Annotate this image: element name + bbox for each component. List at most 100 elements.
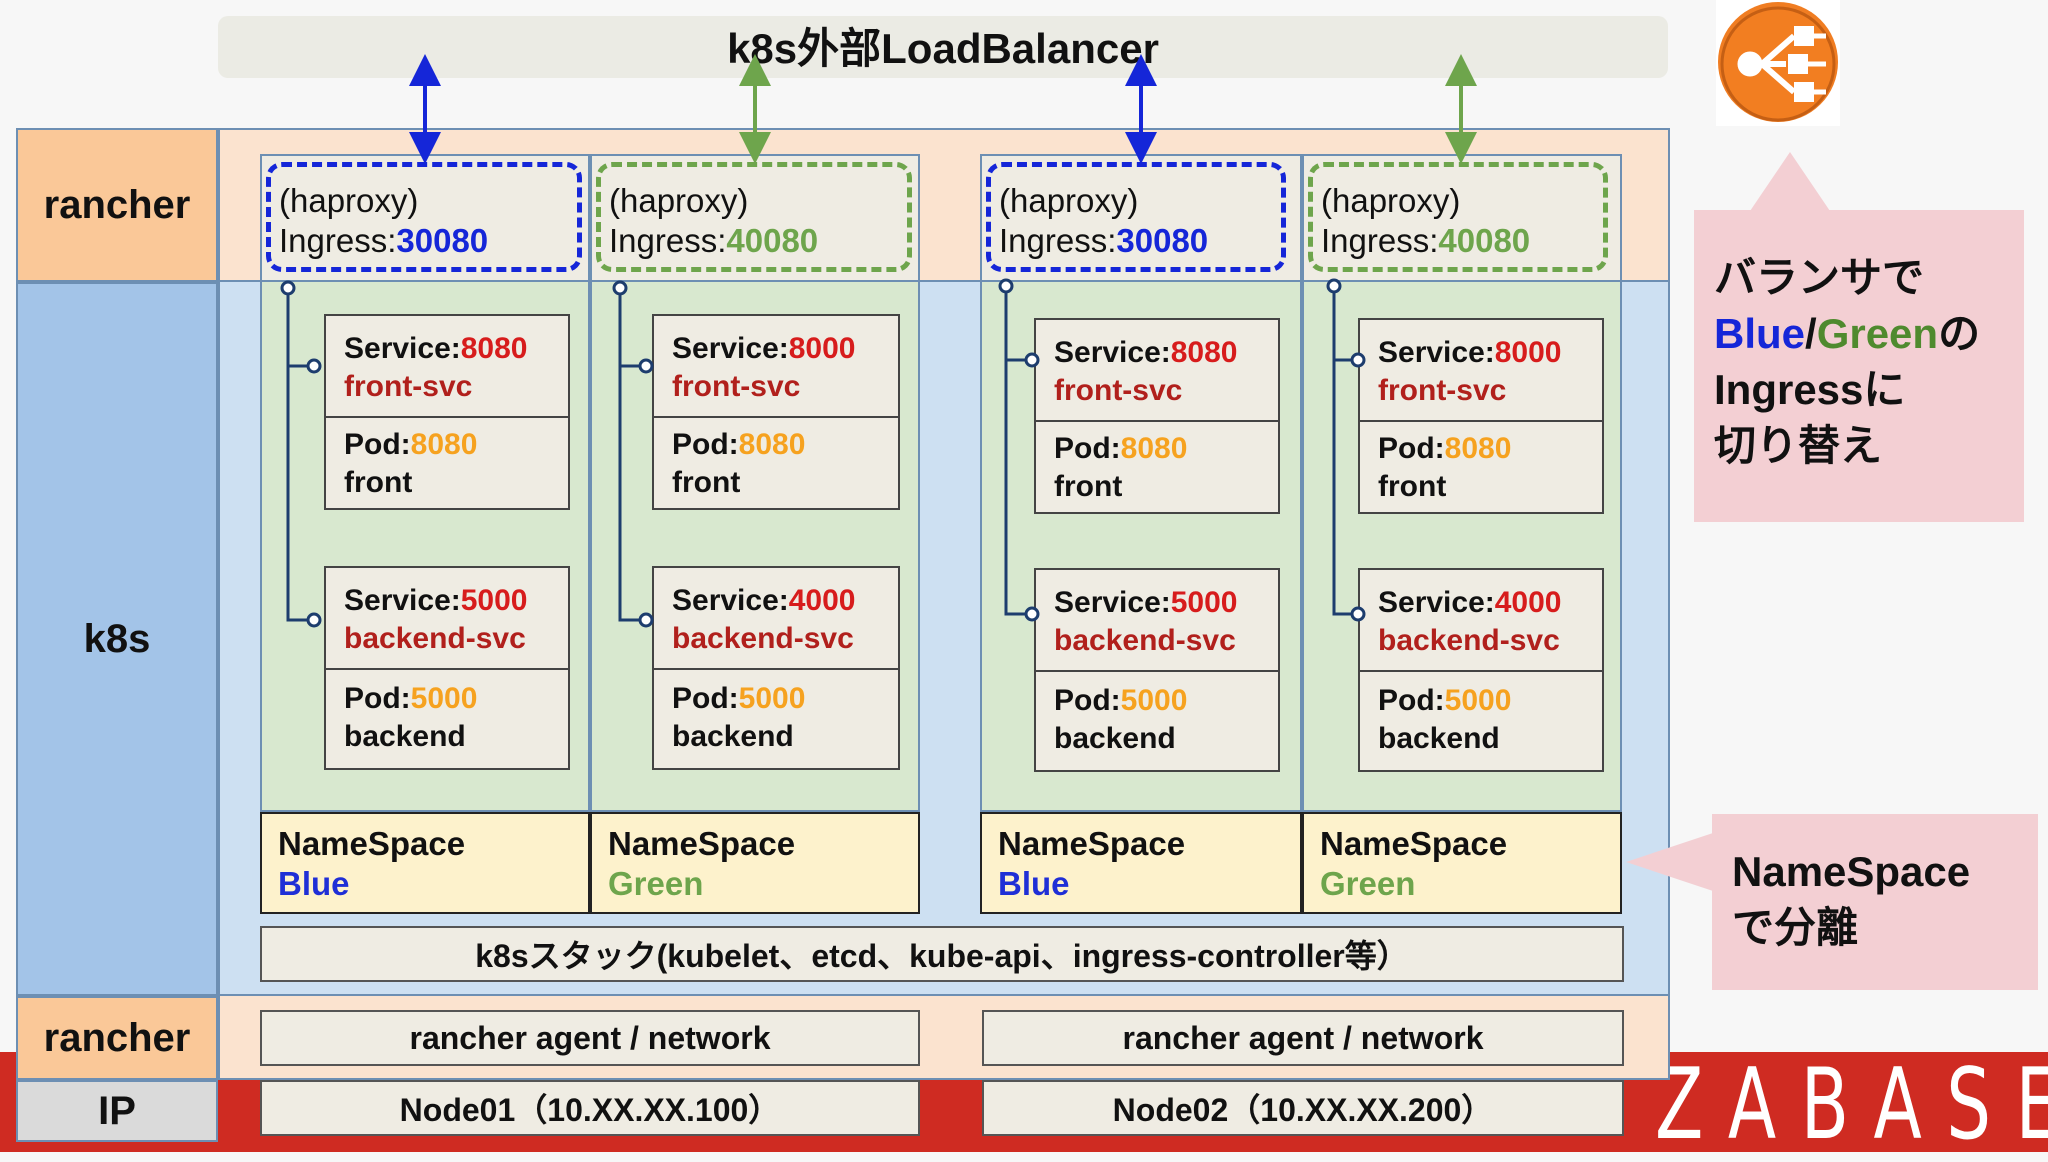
- load-balancer-icon: [1718, 2, 1838, 122]
- namespace-name: Blue: [278, 865, 350, 902]
- service-name: backend-svc: [344, 622, 526, 655]
- ingress-label: Ingress:: [999, 222, 1117, 259]
- pod-port: 8080: [1120, 432, 1188, 465]
- callout-blue: Blue: [1714, 310, 1806, 357]
- namespace-label: NameSpace: [608, 825, 796, 862]
- ingress-line: Ingress:40080: [1321, 221, 1603, 261]
- service-label: Service:: [1378, 336, 1495, 369]
- ingress-line: Ingress:30080: [279, 221, 577, 261]
- service-port: 8080: [460, 332, 528, 365]
- column-rancher-cell: [260, 154, 590, 282]
- ingress-line: Ingress:30080: [999, 221, 1281, 261]
- callout-line: Ingressに: [1714, 366, 1906, 413]
- service-name: backend-svc: [1054, 624, 1236, 657]
- pod-name: backend: [672, 720, 794, 753]
- ingress-routing-tree: [1326, 278, 1366, 622]
- layer-label-rancher-bottom: rancher: [16, 996, 218, 1080]
- brand-logo: ZABASE: [1655, 1048, 2048, 1162]
- callout-pointer: [1626, 832, 1716, 892]
- pod-name: backend: [344, 720, 466, 753]
- service-line: Service:8000: [672, 330, 898, 368]
- service-box: Service:4000 backend-svc: [652, 566, 900, 670]
- load-balancer-bar: k8s外部LoadBalancer: [218, 16, 1668, 78]
- node-bar: Node01（10.XX.XX.100）: [260, 1080, 920, 1136]
- service-name: front-svc: [672, 370, 801, 403]
- service-name: front-svc: [344, 370, 473, 403]
- namespace-box: NameSpace Green: [590, 812, 920, 914]
- pod-label: Pod:: [672, 682, 739, 715]
- service-label: Service:: [344, 332, 461, 365]
- k8s-stack-bar: k8sスタック(kubelet、etcd、kube-api、ingress-co…: [260, 926, 1624, 982]
- service-label: Service:: [672, 332, 789, 365]
- ingress-label: Ingress:: [1321, 222, 1439, 259]
- namespace-box: NameSpace Green: [1302, 812, 1622, 914]
- ingress-port: 40080: [726, 222, 819, 259]
- pod-port: 5000: [1444, 684, 1512, 717]
- rancher-agent-bar: rancher agent / network: [260, 1010, 920, 1066]
- namespace-name: Blue: [998, 865, 1070, 902]
- service-line: Service:5000: [1054, 584, 1278, 622]
- service-line: Service:8000: [1378, 334, 1602, 372]
- pod-box: Pod:8080 front: [324, 416, 570, 510]
- namespace-callout: NameSpace で分離: [1712, 814, 2038, 990]
- pod-label: Pod:: [1378, 684, 1445, 717]
- pod-line: Pod:5000: [1378, 682, 1602, 720]
- rancher-agent-bar: rancher agent / network: [982, 1010, 1624, 1066]
- layer-label-k8s: k8s: [16, 282, 218, 996]
- service-label: Service:: [344, 584, 461, 617]
- service-line: Service:4000: [672, 582, 898, 620]
- layer-label-rancher-top: rancher: [16, 128, 218, 282]
- layer-label-ip: IP: [16, 1080, 218, 1142]
- service-line: Service:4000: [1378, 584, 1602, 622]
- pod-name: front: [672, 466, 741, 499]
- service-box: Service:8080 front-svc: [324, 314, 570, 418]
- namespace-box: NameSpace Blue: [980, 812, 1302, 914]
- pod-box: Pod:8080 front: [1034, 420, 1280, 514]
- pod-port: 5000: [738, 682, 806, 715]
- callout-line: Blue/Greenの: [1714, 306, 2024, 362]
- pod-label: Pod:: [672, 428, 739, 461]
- service-line: Service:8080: [1054, 334, 1278, 372]
- pod-label: Pod:: [344, 682, 411, 715]
- namespace-label: NameSpace: [1320, 825, 1508, 862]
- callout-pointer: [1748, 152, 1832, 214]
- service-label: Service:: [672, 584, 789, 617]
- column-rancher-cell: [590, 154, 920, 282]
- pod-box: Pod:8080 front: [1358, 420, 1604, 514]
- service-name: backend-svc: [672, 622, 854, 655]
- pod-name: backend: [1378, 722, 1500, 755]
- service-port: 4000: [788, 584, 856, 617]
- callout-line: バランサで: [1714, 254, 1925, 301]
- ingress-prefix: (haproxy): [1321, 182, 1461, 219]
- pod-name: front: [344, 466, 413, 499]
- pod-line: Pod:5000: [1054, 682, 1278, 720]
- pod-box: Pod:8080 front: [652, 416, 900, 510]
- column-rancher-cell: [1302, 154, 1622, 282]
- balancer-callout: バランサで Blue/Greenの Ingressに 切り替え: [1694, 210, 2024, 522]
- service-box: Service:8000 front-svc: [1358, 318, 1604, 422]
- pod-box: Pod:5000 backend: [1358, 670, 1604, 772]
- load-balancer-icon-tile: [1716, 0, 1840, 126]
- pod-label: Pod:: [1054, 432, 1121, 465]
- pod-name: front: [1378, 470, 1447, 503]
- service-label: Service:: [1054, 586, 1171, 619]
- ingress-label: Ingress:: [279, 222, 397, 259]
- ingress-routing-tree: [280, 280, 322, 628]
- ingress-prefix: (haproxy): [279, 182, 419, 219]
- node-bar: Node02（10.XX.XX.200）: [982, 1080, 1624, 1136]
- pod-box: Pod:5000 backend: [324, 668, 570, 770]
- pod-port: 5000: [410, 682, 478, 715]
- ingress-port: 30080: [396, 222, 489, 259]
- pod-label: Pod:: [1054, 684, 1121, 717]
- pod-line: Pod:8080: [1378, 430, 1602, 468]
- service-port: 5000: [460, 584, 528, 617]
- service-name: front-svc: [1054, 374, 1183, 407]
- pod-label: Pod:: [344, 428, 411, 461]
- pod-box: Pod:5000 backend: [652, 668, 900, 770]
- service-line: Service:8080: [344, 330, 568, 368]
- namespace-box: NameSpace Blue: [260, 812, 590, 914]
- pod-port: 8080: [410, 428, 478, 461]
- column-rancher-cell: [980, 154, 1302, 282]
- ingress-prefix: (haproxy): [609, 182, 749, 219]
